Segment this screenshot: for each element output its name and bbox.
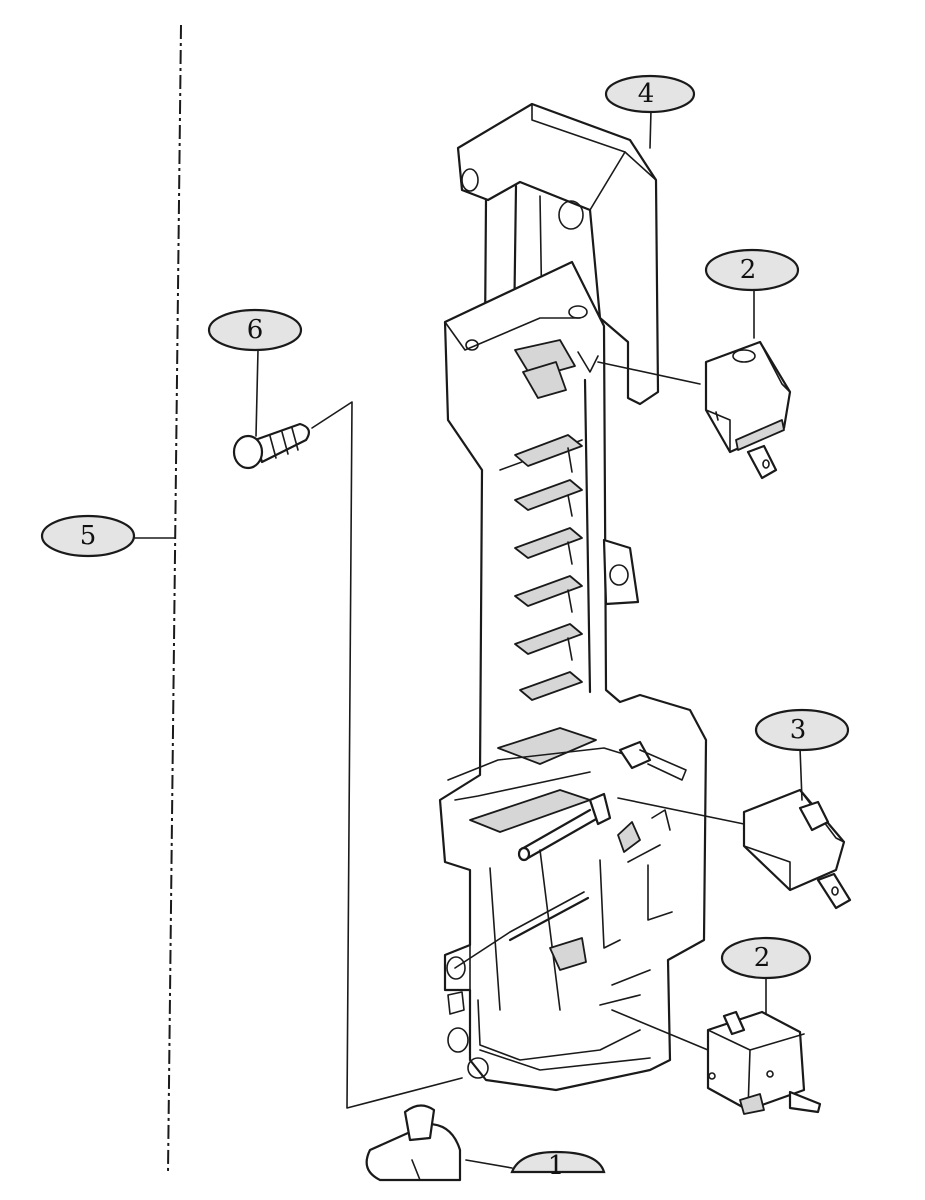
assembly-reference-line bbox=[167, 24, 182, 1173]
leader-lines bbox=[129, 109, 803, 1169]
micro-switch-upper-part bbox=[704, 340, 792, 480]
micro-switch-middle-part bbox=[742, 788, 852, 910]
callout-2-lower: 2 bbox=[720, 936, 812, 980]
callout-label: 5 bbox=[80, 521, 97, 551]
callout-4: 4 bbox=[604, 74, 696, 114]
assembly-bracket-line bbox=[311, 401, 463, 1109]
callout-label: 1 bbox=[548, 1151, 565, 1181]
callout-label: 3 bbox=[790, 715, 807, 745]
callout-2-upper: 2 bbox=[704, 248, 800, 292]
callout-1: 1 bbox=[510, 1150, 606, 1181]
lower-pin-part bbox=[365, 1104, 462, 1182]
callout-label: 6 bbox=[247, 315, 264, 345]
callout-5: 5 bbox=[40, 514, 136, 558]
callout-label: 2 bbox=[740, 255, 757, 285]
micro-switch-lower-part bbox=[706, 1010, 822, 1115]
callout-6: 6 bbox=[207, 308, 303, 352]
latch-body-part bbox=[438, 102, 708, 1092]
callout-label: 2 bbox=[754, 943, 771, 973]
callout-3: 3 bbox=[754, 708, 850, 752]
screw-part bbox=[232, 422, 310, 470]
callout-label: 4 bbox=[638, 79, 655, 109]
